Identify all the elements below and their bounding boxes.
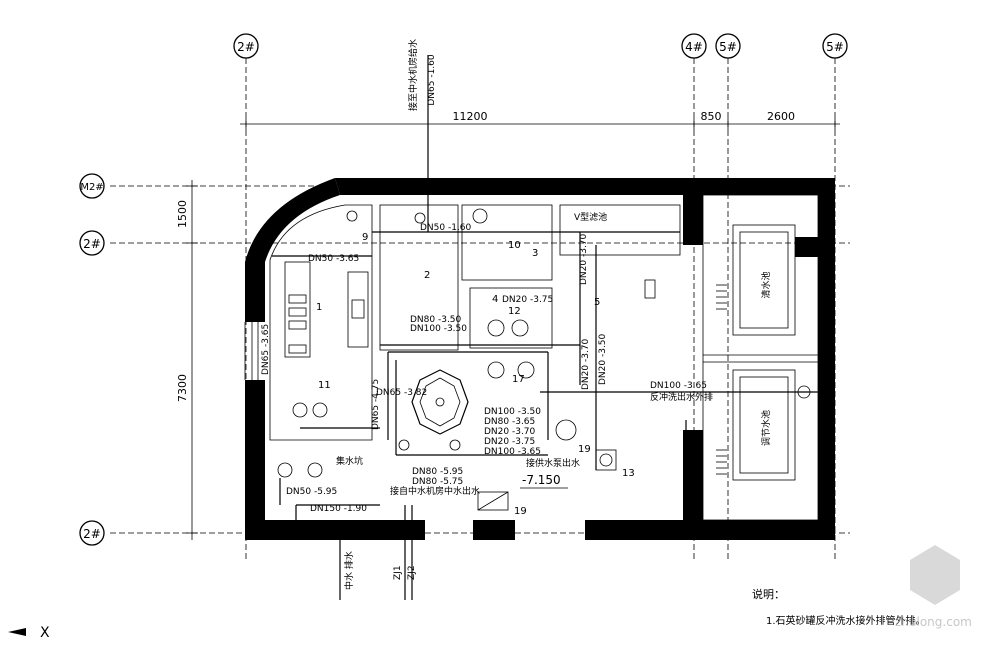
callout-10: 10 [508,240,521,251]
watermark-text: zhulong.com [895,615,972,629]
svg-text:2#: 2# [83,237,101,251]
note-zj1: ZJ1 [393,565,403,580]
callout-19b: 19 [578,444,591,455]
pipe-label-1: DN50 -3.65 [308,254,359,264]
notes: 反冲洗出水外排 接供水泵出水 接自中水机房中水出水 V型滤池 集水坑 中水 排水… [336,211,713,590]
svg-text:5#: 5# [719,40,737,54]
callout-4: 4 [492,294,498,305]
svg-text:接至中水机房给水: 接至中水机房给水 [407,39,419,111]
stair-hatch [716,284,727,475]
svg-text:DN65 -1.60: DN65 -1.60 [427,54,437,106]
pipe-label-14: DN20 -3.75 [484,437,535,447]
pipe-label-3: DN20 -3.75 [502,295,553,305]
note-backwash: 反冲洗出水外排 [650,391,713,403]
svg-text:2#: 2# [83,527,101,541]
callout-3: 3 [532,248,538,259]
tank-lower-label: 调节水池 [760,410,772,446]
note-hatch: 集水坑 [336,455,363,467]
pipe-label-8: DN20 -3.50 [598,333,608,385]
callout-5: 5 [594,297,600,308]
dim-left-2: 7300 [176,374,189,402]
level-mark: -7.150 [522,473,561,487]
dimension-left: 1500 7300 [176,180,198,540]
equipment [277,208,811,511]
note-pump-out: 接供水泵出水 [526,457,580,469]
svg-text:2#: 2# [237,40,255,54]
note-zj2: ZJ2 [407,565,417,580]
pipe-label-5: DN100 -3.50 [410,324,467,334]
watermark: zhulong.com [895,545,972,629]
corner-mark-label: X [40,625,50,641]
note-relief: V型滤池 [574,211,607,223]
axis-bubble-left-2a: 2# [79,230,105,256]
axis-bubble-left-2b: 2# [79,520,105,546]
dim-top-1: 11200 [453,110,488,123]
callout-11: 11 [318,380,331,391]
pipe-label-18: DN150 -1.90 [310,504,367,514]
axis-lines [110,58,850,560]
corner-mark: X [8,625,50,641]
note-drain: 中水 排水 [343,551,355,590]
pipe-label-13: DN20 -3.70 [484,427,536,437]
pipe-label-16: DN80 -5.95 [412,467,463,477]
pipe-label-19: DN50 -5.95 [286,487,337,497]
pipe-label-7: DN20 -3.70 [581,338,591,390]
callout-2: 2 [424,270,430,281]
callout-9: 9 [362,232,368,243]
legend-line-1: 1.石英砂罐反冲洗水接外排管外排。 [766,614,926,627]
pipe-label-17: DN80 -5.75 [412,477,463,487]
riser-note: 接至中水机房给水 DN65 -1.60 [407,39,437,111]
callout-12: 12 [508,306,521,317]
callouts: 1 2 3 4 5 9 10 11 12 13 17 19 19 [316,232,635,517]
callout-19: 19 [514,506,527,517]
pipe-label-2: DN50 -1.60 [420,223,472,233]
svg-text:5#: 5# [826,40,844,54]
pipe-label-11: DN100 -3.50 [484,407,541,417]
legend: 说明： 1.石英砂罐反冲洗水接外排管外排。 [752,587,926,627]
note-to-room: 接自中水机房中水出水 [390,485,480,497]
tank-upper-label: 清水池 [760,271,772,298]
pipe-label-10: DN65 -3.65 [261,324,271,375]
opening-left [244,322,259,380]
callout-13: 13 [622,468,635,479]
pipe-label-15: DN100 -3.65 [484,447,541,457]
pipe-label-20: DN65 -4.75 [371,379,381,430]
rooms: 清水池 调节水池 [269,194,819,521]
axis-bubble-top-4: 4# [681,33,707,59]
svg-text:M2#: M2# [80,182,103,193]
axis-bubble-top-2: 2# [233,33,259,59]
walls [245,178,835,540]
axis-bubble-left-m2: M2# [79,173,105,199]
pipe-label-9: DN100 -3.65 [650,381,707,391]
dim-top-3: 2600 [767,110,795,123]
dim-left-1: 1500 [176,200,189,228]
pipe-label-4: DN80 -3.50 [410,315,462,325]
dimension-top: 11200 850 2600 [240,110,840,130]
pipe-label-12: DN80 -3.65 [484,417,535,427]
pipe-label-21: DN65 -3.82 [376,388,427,398]
dim-top-2: 850 [701,110,722,123]
callout-17: 17 [512,374,525,385]
legend-title: 说明： [752,587,785,601]
svg-text:4#: 4# [685,40,703,54]
pipes [272,55,818,600]
pipe-labels: DN50 -3.65 DN50 -1.60 DN20 -3.75 DN80 -3… [261,223,707,514]
axis-bubble-top-5a: 5# [715,33,741,59]
pipe-label-6: DN20 -3.70 [579,233,589,285]
axis-bubble-top-5b: 5# [822,33,848,59]
callout-1: 1 [316,302,322,313]
axis-bubbles: 2# 4# 5# 5# M2# 2# 2# [79,33,848,546]
